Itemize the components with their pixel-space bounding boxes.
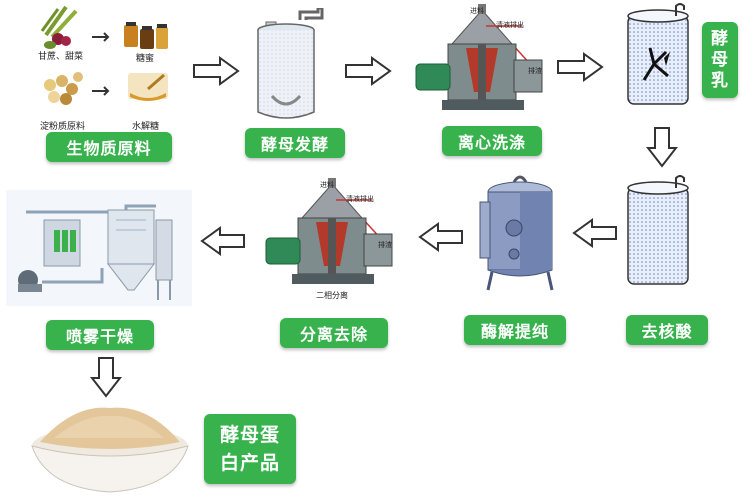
nucleic-removal-tank-icon bbox=[627, 175, 689, 285]
syrup-bowl-icon bbox=[128, 73, 168, 101]
starch-label: 淀粉质原料 bbox=[40, 122, 86, 132]
yeast-milk-char-2: 母 bbox=[711, 49, 729, 70]
separate-remove-label: 分离去除 bbox=[280, 318, 388, 348]
flow-arrow-left-3 bbox=[200, 226, 245, 256]
yeast-milk-label: 酵 母 乳 bbox=[702, 22, 738, 98]
hydrolyzed-sugar-label: 水解糖 bbox=[132, 122, 160, 132]
fermenter-tank bbox=[250, 6, 330, 128]
flow-arrow-down-1 bbox=[646, 127, 678, 168]
sugarcane-beet-label: 甘蔗、甜菜 bbox=[38, 52, 84, 62]
product-label: 酵母蛋 白产品 bbox=[204, 414, 296, 484]
nucleic-removal-tank bbox=[620, 172, 700, 290]
starch-grains-icon bbox=[44, 72, 83, 105]
raw-material-illustration bbox=[40, 5, 168, 105]
flow-arrow-left-1 bbox=[572, 218, 617, 248]
flow-arrow-right-3 bbox=[557, 52, 604, 82]
product-label-line-2: 白产品 bbox=[219, 452, 280, 474]
yeast-milk-tank bbox=[620, 2, 700, 110]
bottom-slag-text: 排渣 bbox=[378, 241, 392, 249]
flow-arrow-down-2 bbox=[90, 357, 122, 398]
biomass-label: 生物质原料 bbox=[46, 132, 172, 162]
molasses-label: 糖蜜 bbox=[136, 54, 155, 64]
fermenter-icon bbox=[257, 6, 324, 119]
bottom-feed-text: 进料 bbox=[320, 181, 334, 189]
flow-arrow-right-1 bbox=[193, 56, 240, 86]
centrifuge-bottom: 进料 清液排出 排渣 二相分离 bbox=[262, 178, 402, 302]
ferment-label: 酵母发酵 bbox=[245, 128, 345, 158]
top-slag-text: 排渣 bbox=[528, 67, 542, 75]
yeast-milk-tank-icon bbox=[627, 3, 689, 105]
yeast-protein-powder-icon bbox=[31, 407, 189, 493]
two-phase-separator-icon bbox=[265, 178, 393, 284]
yeast-milk-char-3: 乳 bbox=[711, 70, 729, 91]
centrifuge-wash-label: 离心洗涤 bbox=[442, 126, 542, 156]
flow-arrow-right-2 bbox=[345, 56, 392, 86]
flow-arrow-left-2 bbox=[418, 222, 463, 252]
molasses-jars-icon bbox=[124, 22, 168, 49]
bottom-clear-out-text: 清液排出 bbox=[346, 195, 374, 203]
two-phase-caption: 二相分离 bbox=[316, 291, 348, 300]
spray-dryer bbox=[6, 190, 192, 306]
enzyme-reactor-icon bbox=[479, 175, 554, 291]
centrifuge-top: 进料 清液排出 排渣 bbox=[412, 4, 552, 124]
spray-dry-label: 喷雾干燥 bbox=[46, 320, 154, 350]
enzyme-reactor bbox=[470, 172, 570, 294]
top-clear-out-text: 清液排出 bbox=[496, 21, 524, 29]
product-label-line-1: 酵母蛋 bbox=[219, 424, 280, 446]
yeast-milk-char-1: 酵 bbox=[711, 28, 729, 49]
top-feed-text: 进料 bbox=[470, 7, 484, 15]
raw-material-panel: 甘蔗、甜菜 糖蜜 淀粉质原料 水解糖 bbox=[36, 5, 191, 133]
product-bowl bbox=[14, 384, 200, 500]
sugarcane-icon bbox=[40, 5, 78, 49]
enzyme-purify-label: 酶解提纯 bbox=[464, 315, 566, 345]
spray-dryer-icon bbox=[6, 190, 192, 306]
remove-nucleic-label: 去核酸 bbox=[626, 315, 708, 345]
disc-separator-icon bbox=[415, 4, 543, 110]
